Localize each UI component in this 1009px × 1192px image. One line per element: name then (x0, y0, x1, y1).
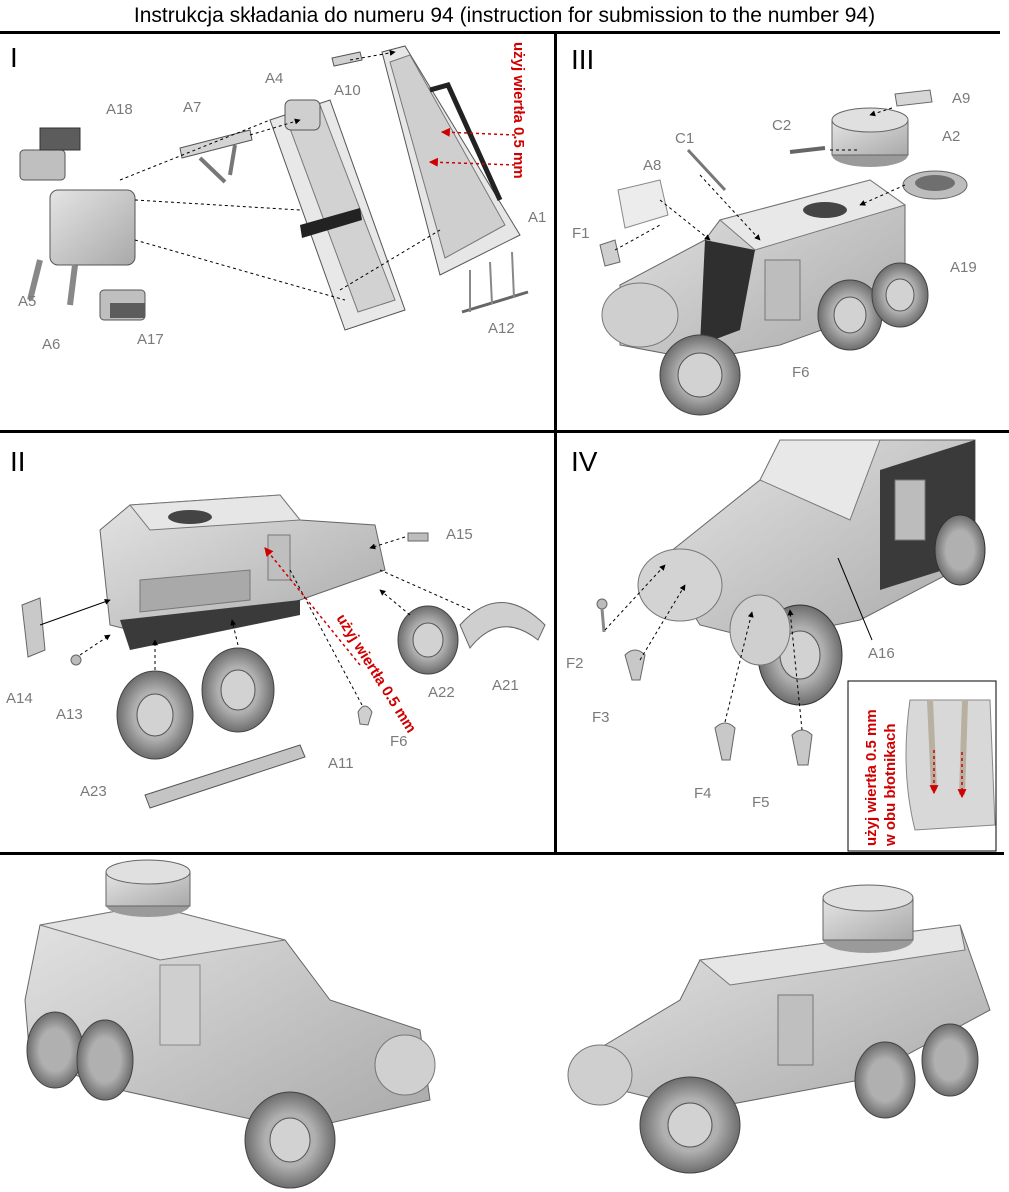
label-a2: A2 (942, 128, 960, 145)
label-f4: F4 (694, 785, 712, 802)
part-a8 (617, 179, 669, 229)
final-view-left (24, 859, 436, 1189)
label-a8: A8 (643, 157, 661, 174)
wheel-part-a22 (397, 605, 459, 675)
axle-part-a11 (144, 744, 306, 809)
top-rule (0, 31, 1000, 34)
label-a10: A10 (334, 82, 361, 99)
hull-part-a1 (381, 45, 521, 276)
inset-note-line-2: w obu błotnikach (882, 724, 899, 848)
engine-part-a5 (19, 127, 146, 321)
vertical-divider (554, 33, 557, 853)
part-f3 (624, 649, 646, 681)
bottom-rule (0, 852, 1004, 855)
step-1-numeral: I (10, 42, 18, 73)
step-3-parts: A9 C1 C2 A2 A8 F1 A19 F6 (572, 89, 977, 416)
step-4-parts: F2 F3 A16 F4 F5 użyj wiertła 0.5 mm w ob… (566, 439, 997, 852)
step-3-numeral: III (571, 44, 595, 75)
part-f1 (599, 239, 621, 267)
step-4-numeral: IV (571, 446, 598, 477)
part-f2 (596, 598, 608, 633)
part-a7 (179, 129, 253, 184)
label-a18: A18 (106, 101, 133, 118)
label-a17: A17 (137, 331, 164, 348)
part-f6 (357, 705, 373, 726)
step-2-numeral: II (10, 446, 26, 477)
label-f1: F1 (572, 225, 590, 242)
fender-drill-inset: użyj wiertła 0.5 mm w obu błotnikach (847, 680, 997, 852)
part-f5 (791, 729, 813, 766)
label-a11: A11 (328, 755, 354, 772)
label-c2: C2 (772, 117, 791, 134)
final-view-right (567, 884, 991, 1174)
part-f4 (714, 722, 736, 761)
part-a13 (70, 654, 82, 666)
label-a23: A23 (80, 783, 107, 800)
label-a19: A19 (950, 259, 977, 276)
label-a22: A22 (428, 684, 455, 701)
label-a5: A5 (18, 293, 36, 310)
label-a13: A13 (56, 706, 83, 723)
inset-note-line-1: użyj wiertła 0.5 mm (863, 709, 880, 846)
plate-part-a14 (21, 597, 46, 658)
fender-part-a21 (459, 602, 546, 649)
chassis-part-a4 (269, 99, 406, 331)
step-1-parts: użyj wiertła 0.5 mm A18 A7 A4 A10 A1 A5 … (18, 42, 546, 353)
part-a12 (461, 251, 529, 314)
label-a1: A1 (528, 209, 546, 226)
label-f6-step-2: F6 (390, 733, 408, 750)
step-2-parts: użyj wiertła 0.5 mm A15 A14 A13 A22 A21 … (6, 494, 546, 809)
wheels-step-3 (601, 262, 929, 416)
label-a6: A6 (42, 336, 60, 353)
label-a4: A4 (265, 70, 283, 87)
part-c2 (789, 146, 826, 154)
car-body-step-4 (659, 439, 976, 641)
wheels-part-a23 (116, 647, 275, 760)
hatch-part-a9 (894, 89, 933, 107)
page-title: Instrukcja składania do numeru 94 (instr… (133, 4, 876, 27)
label-f2: F2 (566, 655, 584, 672)
label-a12: A12 (488, 320, 515, 337)
label-f5: F5 (752, 794, 770, 811)
part-a15 (407, 532, 429, 542)
label-c1: C1 (675, 130, 694, 147)
car-body-step-2 (99, 494, 386, 650)
label-a9: A9 (952, 90, 970, 107)
label-a16: A16 (868, 645, 895, 662)
turret-part-a2 (831, 107, 909, 167)
part-a10 (331, 51, 363, 67)
label-f3: F3 (592, 709, 610, 726)
label-a7: A7 (183, 99, 201, 116)
label-a14: A14 (6, 690, 33, 707)
label-a21: A21 (492, 677, 519, 694)
label-a15: A15 (446, 526, 473, 543)
label-f6-step-3: F6 (792, 364, 810, 381)
middle-rule (0, 430, 1009, 433)
ring-hole (915, 175, 955, 191)
part-c1 (686, 148, 727, 192)
step-1-drill-note: użyj wiertła 0.5 mm (510, 42, 527, 179)
